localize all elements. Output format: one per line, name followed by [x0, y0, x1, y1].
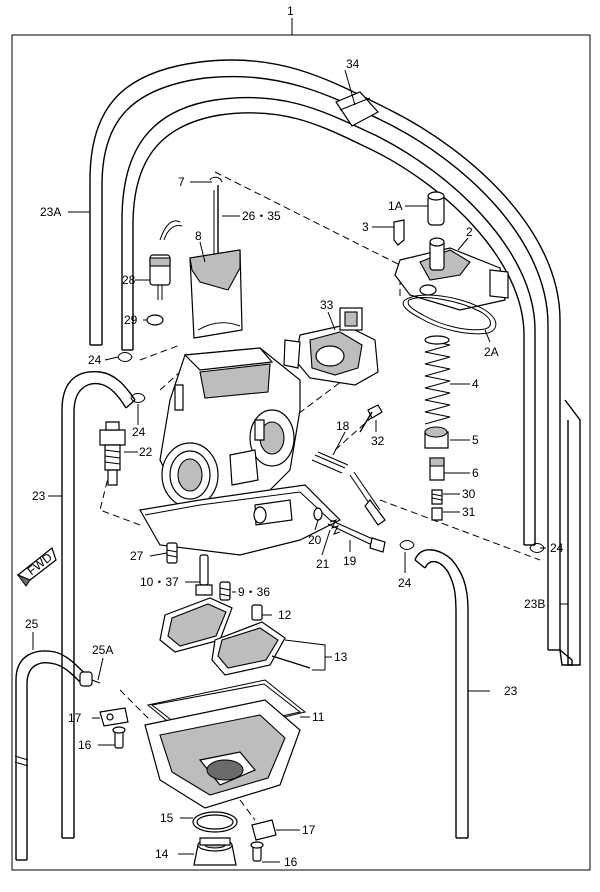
float-13 — [159, 597, 311, 676]
label-23b: 23B — [524, 597, 545, 611]
air-screw-22 — [99, 421, 126, 486]
label-24-b: 24 — [132, 425, 146, 439]
label-23-left: 23 — [32, 489, 46, 503]
label-26-35: 26・35 — [242, 209, 281, 223]
label-5: 5 — [472, 433, 479, 447]
label-1a: 1A — [388, 199, 403, 213]
label-11: 11 — [312, 710, 325, 724]
label-9-36: 9・36 — [238, 585, 270, 599]
sensor-33 — [283, 307, 379, 386]
label-29: 29 — [124, 313, 138, 327]
label-16-b: 16 — [284, 855, 298, 869]
gasket-2a — [402, 294, 497, 335]
label-17-b: 17 — [302, 823, 316, 837]
label-8: 8 — [195, 229, 202, 243]
parts-5-6-30-31 — [424, 426, 449, 521]
label-24-a: 24 — [88, 353, 102, 367]
label-24-c: 24 — [398, 576, 412, 590]
label-10-37: 10・37 — [140, 575, 179, 589]
leader-lines — [32, 69, 568, 863]
label-12: 12 — [278, 608, 292, 622]
part-labels: 1 34 23A 7 26・35 1A 3 2 8 28 29 33 2A 24… — [25, 4, 564, 869]
needle-26-and-clip-7 — [209, 176, 223, 260]
label-24-d: 24 — [550, 541, 564, 555]
parts-18-19-20-21-32 — [311, 404, 386, 553]
breather-hose-23a-23b — [89, 59, 581, 666]
label-20: 20 — [308, 533, 322, 547]
throttle-valve-8 — [189, 249, 243, 339]
drain-plug-14-oring-15 — [192, 811, 238, 866]
hose-25 — [14, 650, 93, 861]
label-4: 4 — [472, 377, 479, 391]
top-cover-2-and-cap-1a — [393, 191, 509, 311]
spring-4 — [424, 335, 451, 425]
label-2a: 2A — [484, 345, 499, 359]
label-2: 2 — [466, 225, 473, 239]
forward-arrow: FWD — [16, 546, 57, 587]
label-21: 21 — [316, 557, 330, 571]
label-7: 7 — [178, 175, 185, 189]
label-23a: 23A — [40, 205, 61, 219]
label-28: 28 — [122, 273, 136, 287]
label-33: 33 — [320, 298, 334, 312]
label-25a: 25A — [92, 643, 113, 657]
label-3: 3 — [362, 220, 369, 234]
bracket-17-screw-16 — [99, 707, 277, 862]
group-frame — [11, 18, 591, 871]
label-17-a: 17 — [68, 711, 82, 725]
jets-9-10-12 — [195, 554, 263, 621]
label-27: 27 — [130, 549, 144, 563]
label-1: 1 — [287, 4, 294, 18]
label-22: 22 — [139, 445, 153, 459]
hose-23-right — [414, 549, 469, 839]
hose-23-left — [61, 371, 136, 839]
label-25: 25 — [25, 617, 39, 631]
label-23-right: 23 — [504, 684, 518, 698]
part-27 — [166, 542, 178, 564]
label-15: 15 — [160, 811, 174, 825]
float-chamber — [144, 699, 301, 809]
label-16-a: 16 — [78, 738, 92, 752]
hose-clamp-34 — [335, 91, 379, 127]
label-32: 32 — [371, 434, 385, 448]
starter-plunger-28 — [146, 220, 183, 326]
label-13: 13 — [334, 650, 348, 664]
label-30: 30 — [462, 487, 476, 501]
label-31: 31 — [462, 505, 476, 519]
carburetor-body — [139, 347, 342, 556]
label-19: 19 — [343, 554, 357, 568]
label-6: 6 — [472, 466, 479, 480]
label-34: 34 — [346, 57, 360, 71]
label-18: 18 — [336, 419, 350, 433]
label-14: 14 — [155, 847, 169, 861]
